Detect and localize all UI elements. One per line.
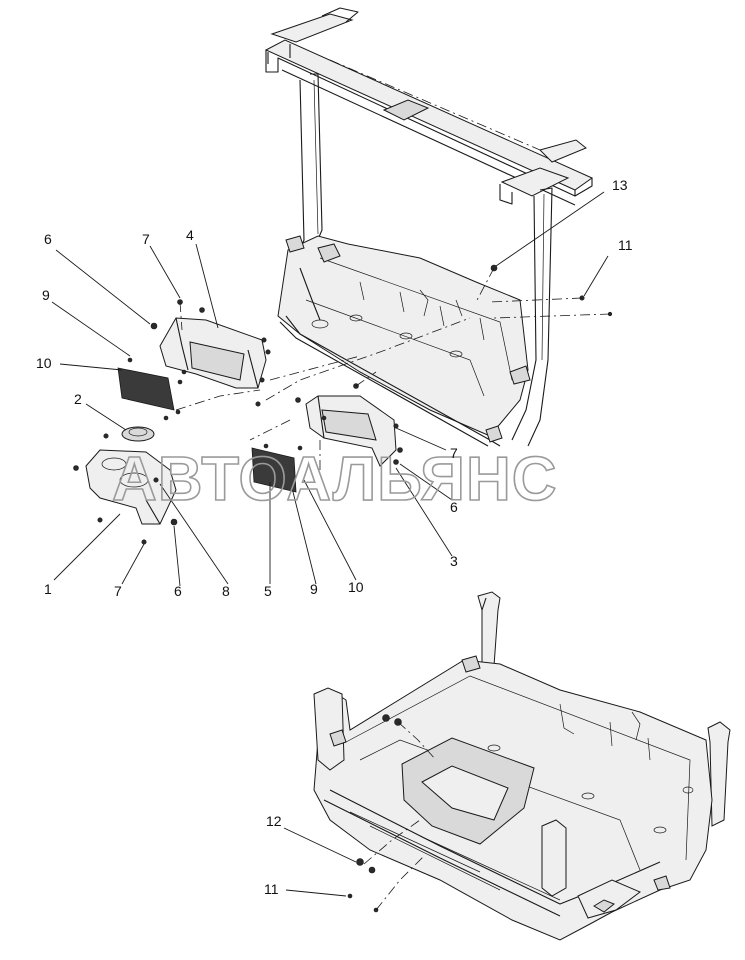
callout-6: 6 [174, 583, 182, 599]
callout-7: 7 [450, 445, 458, 461]
callout-12: 12 [266, 813, 282, 829]
callout-9: 9 [42, 287, 50, 303]
callout-5: 5 [264, 583, 272, 599]
callout-10: 10 [36, 355, 52, 371]
callout-11: 11 [264, 881, 279, 897]
watermark-text: АВТОАЛЬЯНС [112, 445, 558, 514]
callout-3: 3 [450, 553, 458, 569]
callout-6: 6 [450, 499, 458, 515]
part-5-mesh-grille-lower [251, 447, 297, 493]
callout-8: 8 [222, 583, 230, 599]
callout-2: 2 [74, 391, 82, 407]
callout-7: 7 [114, 583, 122, 599]
part-2-cap [121, 426, 155, 442]
part-1-housing [85, 449, 177, 525]
callout-11: 11 [618, 237, 633, 253]
part-3-side-tray [305, 395, 397, 467]
callout-6: 6 [44, 231, 52, 247]
callout-7: 7 [142, 231, 150, 247]
lower-floor-tub [313, 591, 731, 941]
callout-labels: 13 11 6 7 4 9 10 2 7 6 3 1 7 6 8 5 9 10 … [36, 177, 633, 897]
assembly-lines [175, 267, 611, 911]
callout-4: 4 [186, 227, 194, 243]
callout-10: 10 [348, 579, 364, 595]
leader-lines [51, 191, 609, 897]
callout-9: 9 [310, 581, 318, 597]
part-10-mesh-grille-upper [117, 367, 175, 411]
part-4-side-tray [159, 317, 267, 389]
callout-1: 1 [44, 581, 52, 597]
upper-cab-frame [264, 7, 594, 447]
fasteners [73, 264, 613, 913]
callout-13: 13 [612, 177, 628, 193]
